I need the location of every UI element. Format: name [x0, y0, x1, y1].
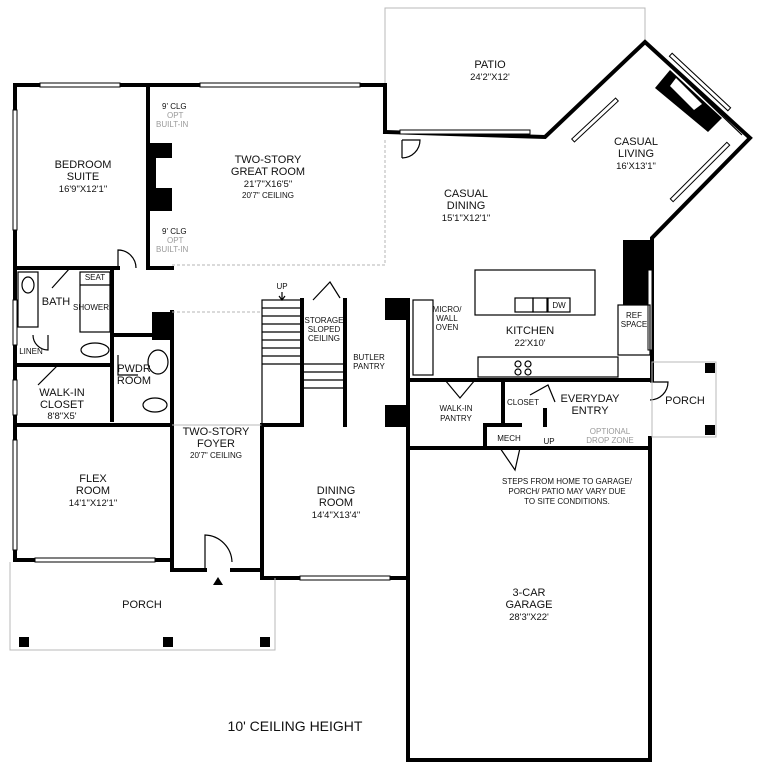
stairs [261, 292, 345, 426]
butler-label-2: PANTRY [353, 362, 385, 371]
foyer-label-2: FOYER [197, 438, 235, 450]
bedroom-label-2: SUITE [67, 171, 99, 183]
front-porch-outline [9, 562, 276, 651]
doors [32, 139, 669, 570]
bedroom-dim: 16'9"X12'1" [59, 184, 107, 195]
drop-zone-label-2: DROP ZONE [586, 436, 633, 445]
storage-label-2: SLOPED [308, 325, 341, 334]
seat-label: SEAT [85, 273, 105, 282]
dining-room-label-1: DINING [317, 485, 356, 497]
bath-label: BATH [42, 296, 71, 308]
ref-label-1: REF [626, 311, 642, 320]
steps-note-1: STEPS FROM HOME TO GARAGE/ [502, 477, 633, 486]
casual-dining-dim: 15'1"X12'1" [442, 213, 490, 224]
great-room-dim: 21'7"X16'5" [244, 179, 292, 190]
bath-fixtures [17, 271, 169, 413]
great-room-label-1: TWO-STORY [235, 154, 302, 166]
linen-label: LINEN [19, 347, 43, 356]
clg-bottom-1: 9' CLG [162, 227, 187, 236]
shower-label: SHOWER [73, 303, 109, 312]
closet-label: CLOSET [507, 398, 539, 407]
flex-label-1: FLEX [79, 473, 107, 485]
clg-top-1: 9' CLG [162, 102, 187, 111]
walkin-closet-label-1: WALK-IN [39, 387, 84, 399]
pwdr-label-2: ROOM [117, 375, 151, 387]
garage-label-2: GARAGE [505, 599, 552, 611]
foyer-label-1: TWO-STORY [183, 426, 250, 438]
patio-label: PATIO [474, 59, 506, 71]
butler-label-1: BUTLER [353, 353, 385, 362]
flex-label-2: ROOM [76, 485, 110, 497]
everyday-entry-label-2: ENTRY [571, 405, 609, 417]
clg-top-2: OPT [167, 111, 184, 120]
porch-front-label: PORCH [122, 599, 162, 611]
micro-label-2: WALL [436, 314, 458, 323]
kitchen-label: KITCHEN [506, 325, 554, 337]
steps-note-2: PORCH/ PATIO MAY VARY DUE [508, 487, 625, 496]
kitchen-dim: 22'X10' [514, 338, 545, 349]
casual-dining-label-1: CASUAL [444, 188, 488, 200]
micro-label-3: OVEN [436, 323, 459, 332]
clg-bottom-3: BUILT-IN [156, 245, 189, 254]
clg-bottom-2: OPT [167, 236, 184, 245]
patio-dim: 24'2"X12' [470, 72, 510, 83]
drop-zone-label-1: OPTIONAL [590, 427, 631, 436]
dw-label: DW [552, 301, 566, 310]
garage-dim: 28'3"X22' [509, 612, 549, 623]
solid-blocks [148, 70, 722, 427]
walkin-pantry-label-2: PANTRY [440, 414, 472, 423]
ceiling-height-label: 10' CEILING HEIGHT [228, 718, 363, 734]
great-room-label-2: GREAT ROOM [231, 166, 305, 178]
storage-label-3: CEILING [308, 334, 340, 343]
right-porch-outline [651, 361, 717, 438]
dining-room-dim: 14'4"X13'4" [312, 510, 360, 521]
flex-dim: 14'1"X12'1" [69, 498, 117, 509]
casual-living-dim: 16'X13'1" [616, 161, 656, 172]
walkin-closet-dim: 8'8"X5' [47, 411, 76, 422]
porch-right-label: PORCH [665, 395, 705, 407]
walkin-pantry-label-1: WALK-IN [439, 404, 472, 413]
walkin-closet-label-2: CLOSET [40, 399, 84, 411]
storage-label-1: STORAGE [305, 316, 344, 325]
kitchen-fixtures [412, 269, 651, 378]
windows [12, 52, 732, 581]
micro-label-1: MICRO/ [433, 305, 463, 314]
up-entry-label: UP [543, 437, 554, 446]
bedroom-label-1: BEDROOM [55, 159, 112, 171]
casual-living-label-2: LIVING [618, 148, 654, 160]
garage-label-1: 3-CAR [512, 587, 545, 599]
foyer-note: 20'7" CEILING [190, 451, 242, 460]
casual-dining-label-2: DINING [447, 200, 486, 212]
mech-label: MECH [497, 434, 521, 443]
dining-room-label-2: ROOM [319, 497, 353, 509]
clg-top-3: BUILT-IN [156, 120, 189, 129]
ref-label-2: SPACE [621, 320, 648, 329]
great-room-note: 20'7" CEILING [242, 191, 294, 200]
casual-living-label-1: CASUAL [614, 136, 658, 148]
up-stairs-label: UP [276, 282, 287, 291]
steps-note-3: TO SITE CONDITIONS. [524, 497, 610, 506]
pwdr-label-1: PWDR [117, 363, 151, 375]
everyday-entry-label-1: EVERYDAY [561, 393, 621, 405]
